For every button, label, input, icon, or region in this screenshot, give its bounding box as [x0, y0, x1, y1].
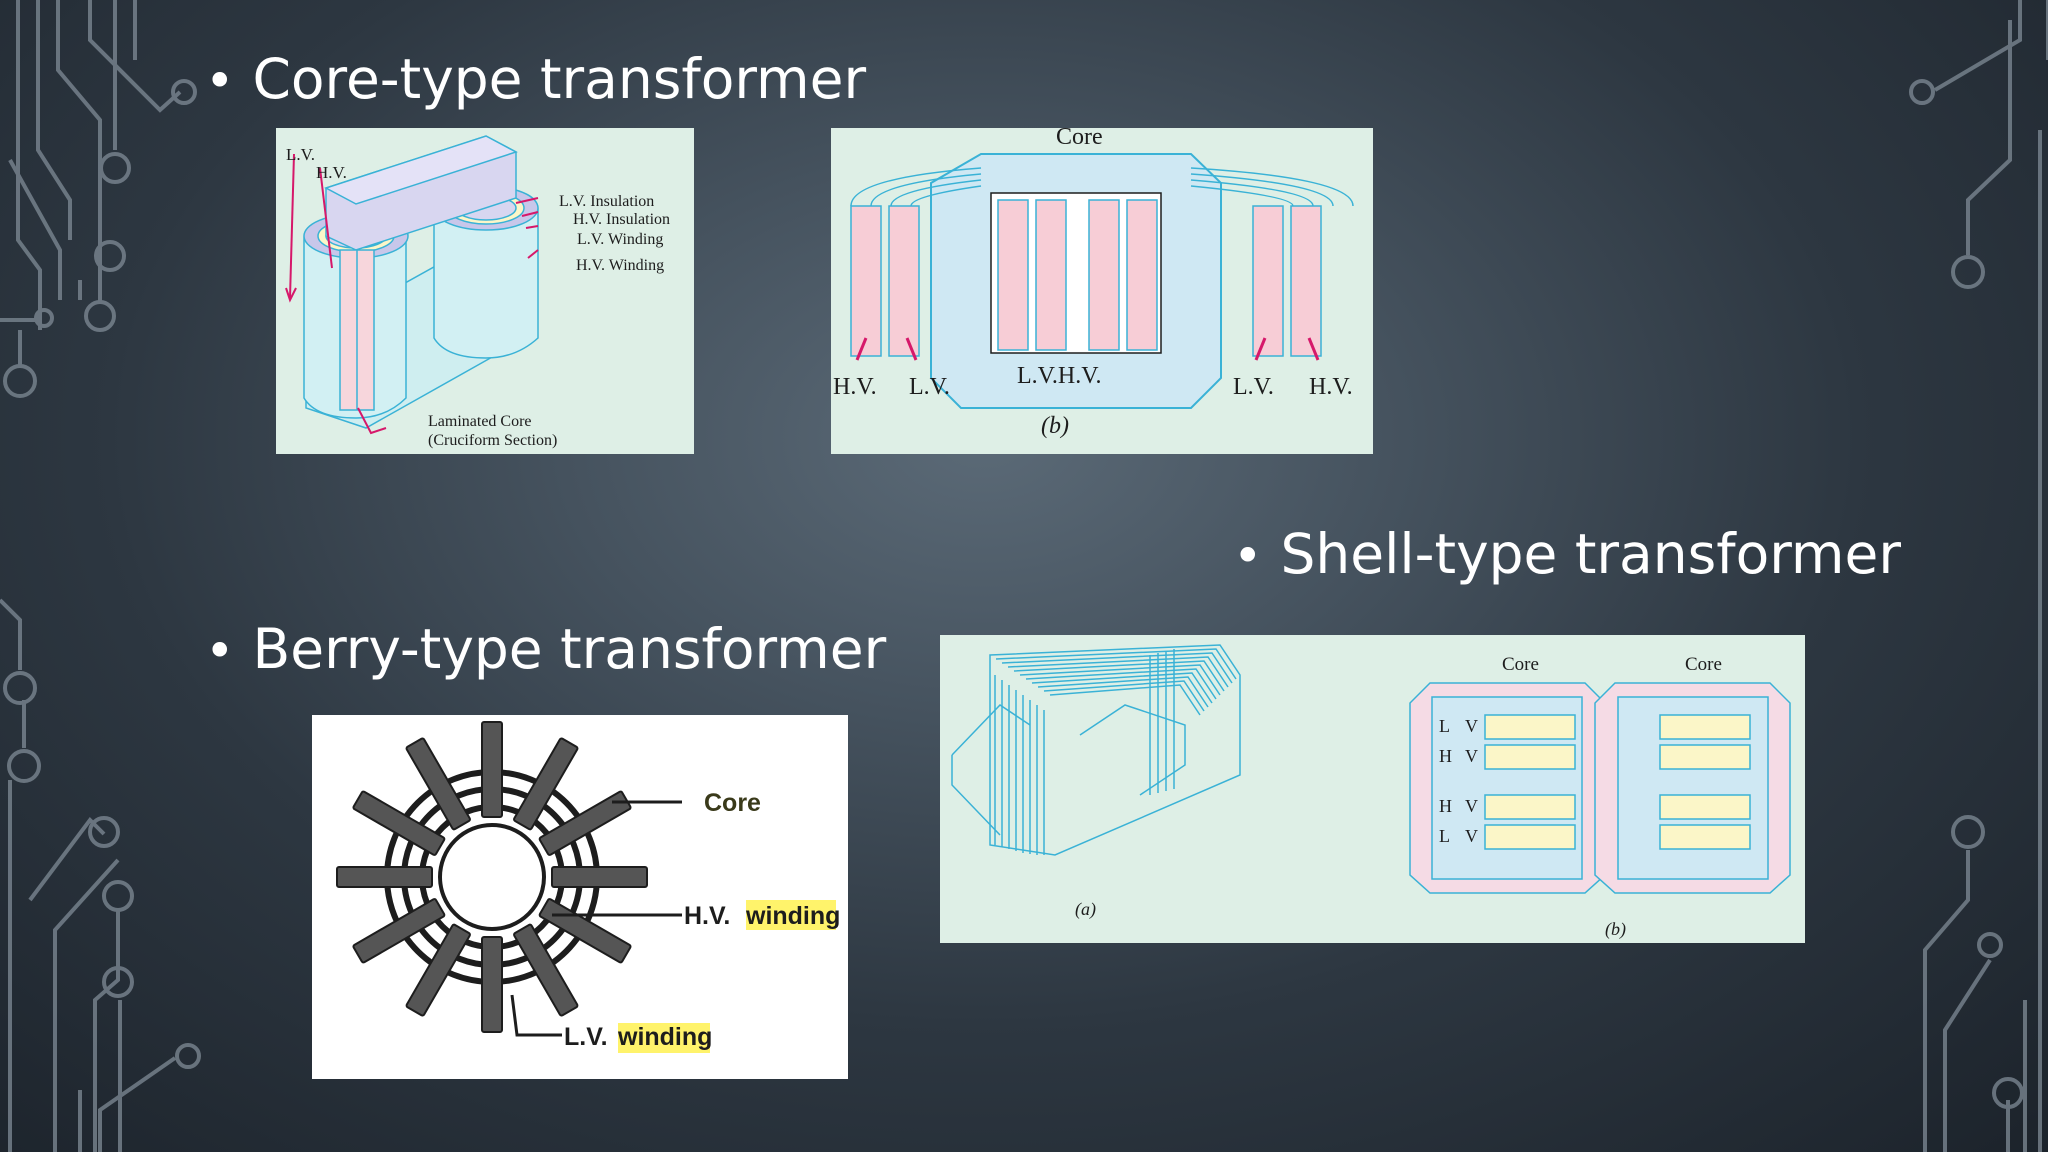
winding-h1: H — [1439, 746, 1452, 766]
laminated-core-label: Laminated Core — [428, 413, 532, 430]
shell-type-heading: Shell-type transformer — [1280, 522, 1901, 586]
shell-caption-a: (a) — [1075, 899, 1096, 920]
lv-winding-label: L.V. Winding — [577, 231, 663, 248]
berry-type-heading: Berry-type transformer — [252, 617, 887, 681]
berry-lv-prefix: L.V. — [564, 1023, 608, 1051]
bullet-dot: • — [205, 52, 235, 110]
winding-v1: V — [1465, 716, 1478, 736]
berry-hv-prefix: H.V. — [684, 902, 730, 930]
shell-type-figure: (a) Core Core L H H L V V V V (b) — [940, 635, 1805, 943]
hv-insulation-label: H.V. Insulation — [573, 211, 670, 228]
bullet-berry-type: •Berry-type transformer — [205, 622, 886, 677]
winding-v3: V — [1465, 796, 1478, 816]
lv-label: L.V. — [286, 145, 315, 164]
core-left-label: Core — [1502, 654, 1539, 675]
core-label: Core — [1056, 128, 1103, 150]
caption-b: (b) — [1041, 413, 1069, 439]
berry-type-figure: Core H.V. winding L.V. winding — [312, 715, 848, 1079]
core-type-figure-a: L.V. H.V. L.V. Insulation H.V. Insulatio… — [276, 128, 694, 454]
hv-winding-label: H.V. Winding — [576, 257, 664, 274]
core-type-heading: Core-type transformer — [252, 47, 867, 111]
core-type-figure-b: Core H.V. L.V. L.V.H.V. L.V. H.V. (b) — [831, 128, 1373, 454]
berry-core-label: Core — [704, 789, 761, 817]
winding-v4: V — [1465, 826, 1478, 846]
bullet-dot: • — [1233, 527, 1263, 585]
bullet-core-type: •Core-type transformer — [205, 52, 866, 107]
winding-l2: L — [1439, 826, 1450, 846]
hv-left-label: H.V. — [833, 374, 877, 400]
hv-label: H.V. — [316, 163, 347, 182]
bullet-shell-type: •Shell-type transformer — [1233, 527, 1901, 582]
core-right-label: Core — [1685, 654, 1722, 675]
cruciform-label: (Cruciform Section) — [428, 432, 557, 449]
winding-l1: L — [1439, 716, 1450, 736]
bullet-dot: • — [205, 622, 235, 680]
winding-h2: H — [1439, 796, 1452, 816]
hv-right-label: H.V. — [1309, 374, 1353, 400]
shell-caption-b: (b) — [1605, 919, 1626, 940]
lvhv-center-label: L.V.H.V. — [1017, 363, 1101, 389]
lv-left-label: L.V. — [909, 374, 950, 400]
berry-lv-word: winding — [617, 1023, 712, 1051]
berry-hv-word: winding — [745, 902, 840, 930]
lv-right-label: L.V. — [1233, 374, 1274, 400]
lv-insulation-label: L.V. Insulation — [559, 193, 654, 210]
winding-v2: V — [1465, 746, 1478, 766]
